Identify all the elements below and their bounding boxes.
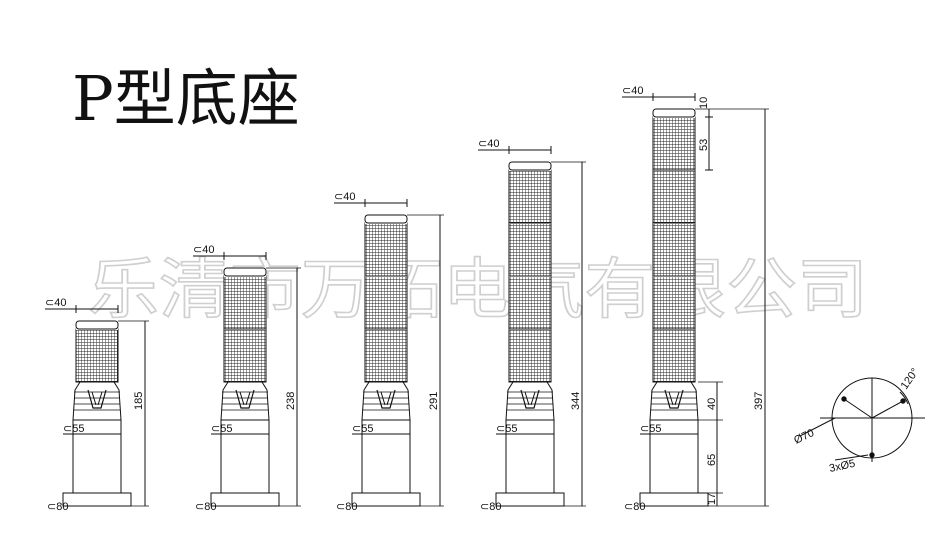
mid-diameter-label: ⊂55 [640,423,661,435]
base-plate [639,492,709,507]
clip-bracket [87,389,107,409]
top-diameter-label: ⊂40 [334,191,355,203]
clip-bracket [664,389,684,409]
tower-5 [622,93,769,507]
light-module [652,328,696,383]
light-module [508,169,552,224]
mid-diameter-label: ⊂55 [496,423,517,435]
height-label: 185 [133,392,145,410]
tower-3 [334,199,444,507]
light-module [223,275,267,330]
base-plate [210,492,280,507]
clip-inner [380,391,392,406]
light-module [652,222,696,277]
base-plate [351,492,421,507]
collar [505,381,555,421]
plan-angle-arc [899,391,909,405]
clip-inner [239,391,251,406]
light-module [364,275,408,330]
top-cap [75,320,119,330]
base-plate [495,492,565,507]
clip-bracket [520,389,540,409]
module-height-label: 53 [698,139,710,151]
height-label: 397 [753,392,765,410]
light-module [652,169,696,224]
tower5-detail-dims [698,109,723,506]
plan-holes-label: 3xØ5 [828,458,856,475]
plan-angle-label: 120° [899,366,922,392]
base-diameter-label: ⊂80 [624,501,645,513]
tower-4 [478,146,586,507]
base-height-label: 17 [706,493,718,505]
body-height-label: 65 [706,454,718,466]
top-diameter-label: ⊂40 [622,85,643,97]
height-label: 344 [570,392,582,410]
clip-inner [91,391,103,406]
page-title: P型底座 [72,62,300,135]
base-diameter-label: ⊂80 [336,501,357,513]
light-module [652,275,696,330]
light-module [75,328,119,383]
collar [72,381,122,421]
body-cylinder [505,419,555,494]
light-module [364,328,408,383]
top-cap [508,161,552,171]
collar [220,381,270,421]
light-module [652,116,696,171]
plan-dia-leader [799,417,836,437]
cap-height-label: 10 [698,97,710,109]
top-diameter-label: ⊂40 [193,244,214,256]
plan-holes-leader [834,454,869,461]
collar [361,381,411,421]
tower-2 [193,252,301,507]
top-diameter-label: ⊂40 [45,297,66,309]
tower-1 [45,305,149,507]
clip-inner [668,391,680,406]
company-watermark: 乐清市万拓电气有限公司 [88,251,868,328]
base-plate [62,492,132,507]
plan-radius-1 [843,398,873,419]
top-cap [652,108,696,118]
plan-hole-3 [869,452,875,458]
towers-group: ⊂40 ⊂55 ⊂80 185 ⊂40 ⊂55 ⊂80 238 ⊂40 ⊂55 ⊂80 291 ⊂40 ⊂… [45,85,769,513]
mid-diameter-label: ⊂55 [352,423,373,435]
body-cylinder [72,419,122,494]
mid-diameter-label: ⊂55 [63,423,84,435]
light-module [223,328,267,383]
body-cylinder [649,419,699,494]
collar [649,381,699,421]
plan-hole-2 [900,398,906,404]
light-module [508,328,552,383]
light-module [508,222,552,277]
clip-bracket [376,389,396,409]
light-module [364,222,408,277]
collar-height-label: 40 [706,398,718,410]
base-diameter-label: ⊂80 [195,501,216,513]
base-diameter-label: ⊂80 [47,501,68,513]
top-cap [364,214,408,224]
light-module [508,275,552,330]
mid-diameter-label: ⊂55 [211,423,232,435]
clip-bracket [235,389,255,409]
height-label: 291 [428,392,440,410]
top-cap [223,267,267,277]
plan-hole-1 [841,396,847,402]
body-cylinder [361,419,411,494]
top-diameter-label: ⊂40 [478,138,499,150]
base-diameter-label: ⊂80 [480,501,501,513]
height-label: 238 [285,392,297,410]
plan-radius-2 [871,400,904,419]
clip-inner [524,391,536,406]
plan-view [799,377,925,462]
